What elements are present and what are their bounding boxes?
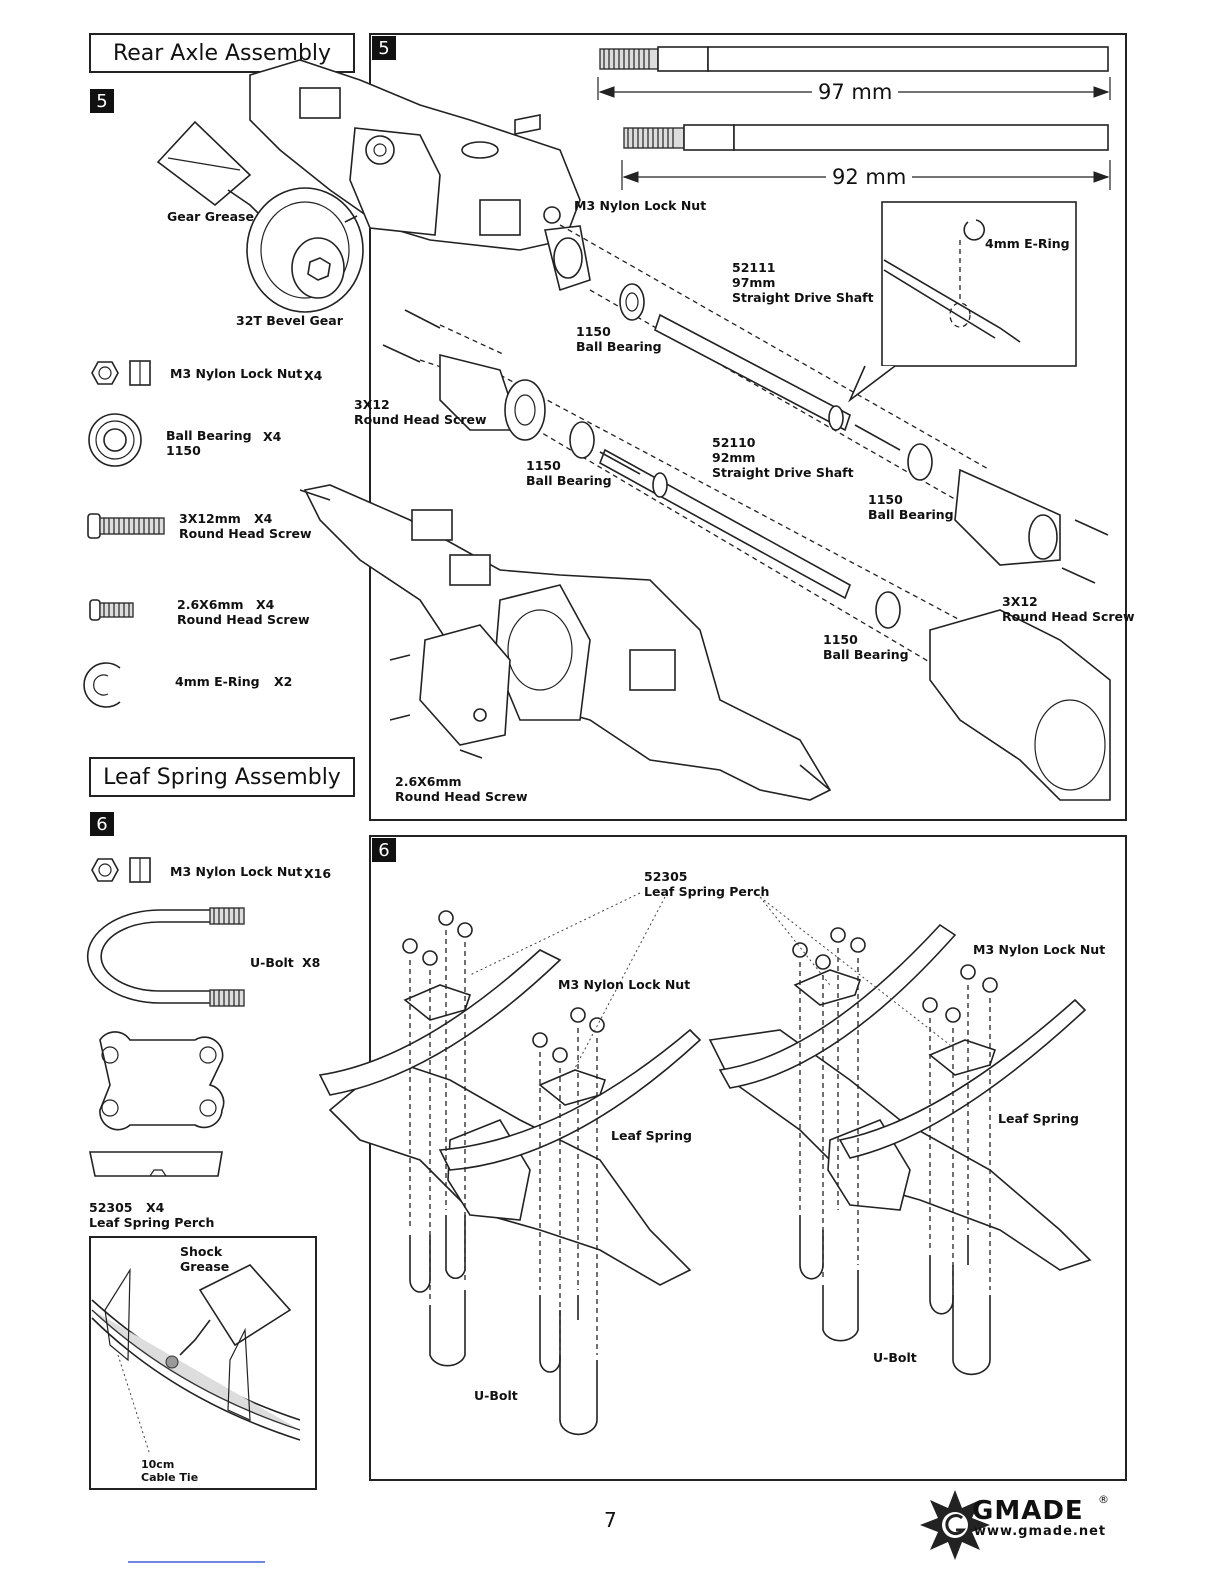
step5-panel: [369, 33, 1127, 821]
partlist5-screw3x12-qty: X4: [254, 511, 273, 526]
step5-parts-icons: [83, 360, 165, 708]
partlist6-ubolt-name: U-Bolt: [250, 955, 294, 970]
label-ering-detail: 4mm E-Ring: [985, 236, 1070, 251]
label-nylon-nut-step5: M3 Nylon Lock Nut: [574, 198, 707, 213]
nut-icon-step5: [91, 360, 151, 386]
step6-left-axle: [318, 949, 702, 1286]
ering-icon-step5: [83, 662, 121, 708]
label-leaf-spring-left: Leaf Spring: [611, 1128, 692, 1143]
cable-tie-inset-drawing: [91, 1264, 301, 1456]
label-bearing-c: 1150 Ball Bearing: [868, 492, 954, 522]
label-nylon-nut-step6-left: M3 Nylon Lock Nut: [558, 977, 691, 992]
label-gear-grease: Gear Grease: [167, 209, 254, 224]
partlist5-screw26x6-name: 2.6X6mm Round Head Screw: [177, 597, 310, 627]
shaft-92mm-drawing: [621, 124, 1111, 190]
label-cable-tie: 10cm Cable Tie: [141, 1458, 199, 1484]
partlist5-bearing-qty: X4: [263, 429, 282, 444]
partlist5-ering-qty: X2: [274, 674, 293, 689]
label-bearing-b: 1150 Ball Bearing: [526, 458, 612, 488]
label-leaf-spring-perch: 52305 Leaf Spring Perch: [644, 869, 770, 899]
label-screw-3x12-b: 3X12 Round Head Screw: [1002, 594, 1135, 624]
rear-axle-assembly-title: Rear Axle Assembly: [89, 33, 355, 73]
screw-3x12-icon: [87, 513, 165, 539]
label-ubolt-left: U-Bolt: [474, 1388, 518, 1403]
label-bearing-a: 1150 Ball Bearing: [576, 324, 662, 354]
step6-panel: [369, 835, 1127, 1481]
dimension-97mm: 97 mm: [812, 80, 899, 104]
partlist6-nut-qty: X16: [304, 866, 332, 881]
label-screw-26x6: 2.6X6mm Round Head Screw: [395, 774, 528, 804]
cable-tie-inset: [89, 1236, 317, 1490]
step6-right-axle: [708, 923, 1092, 1271]
partlist6-perch-qty: X4: [146, 1200, 165, 1215]
step6-left-number: 6: [90, 812, 114, 836]
step6-ubolt-lines: [409, 930, 991, 1355]
label-shaft-52110: 52110 92mm Straight Drive Shaft: [712, 435, 854, 480]
partlist6-perch-name: Leaf Spring Perch: [89, 1215, 215, 1230]
brand-url: www.gmade.net: [974, 1524, 1107, 1539]
upper-axle-housing: [249, 59, 591, 292]
partlist5-screw26x6-qty: X4: [256, 597, 275, 612]
perch-top-icon: [99, 1031, 225, 1131]
partlist5-nut-name: M3 Nylon Lock Nut: [170, 366, 303, 381]
gmade-logo-mark: [920, 1490, 990, 1560]
screw-26x6-icon: [89, 599, 134, 621]
label-screw-3x12-a: 3X12 Round Head Screw: [354, 397, 487, 427]
step6-nuts: [402, 910, 998, 1063]
label-bearing-d: 1150 Ball Bearing: [823, 632, 909, 662]
shaft-97mm-drawing: [597, 46, 1111, 100]
partlist6-perch-code: 52305: [89, 1200, 133, 1215]
step6-ubolts: [409, 1215, 991, 1436]
leaf-spring-title-text: Leaf Spring Assembly: [103, 764, 341, 790]
ubolt-icon: [86, 907, 245, 1007]
label-leaf-spring-right: Leaf Spring: [998, 1111, 1079, 1126]
ering-detail-callout: [848, 201, 1077, 403]
label-shaft-52111: 52111 97mm Straight Drive Shaft: [732, 260, 874, 305]
brand-registered-mark: ®: [1098, 1493, 1109, 1506]
step5-panel-number: 5: [372, 36, 396, 60]
label-bevel-gear: 32T Bevel Gear: [236, 313, 343, 328]
step6-panel-number: 6: [372, 838, 396, 862]
gear-grease-tube: [156, 120, 266, 220]
label-ubolt-right: U-Bolt: [873, 1350, 917, 1365]
partlist5-screw3x12-name: 3X12mm Round Head Screw: [179, 511, 312, 541]
step6-callout-lines: [469, 892, 951, 1069]
nut-icon-step6: [91, 857, 151, 883]
step6-parts-icons: [86, 857, 245, 1177]
bearing-icon-step5: [88, 413, 142, 467]
step5-left-number: 5: [90, 89, 114, 113]
perch-side-icon: [89, 1151, 223, 1177]
label-nylon-nut-step6-right: M3 Nylon Lock Nut: [973, 942, 1106, 957]
partlist5-bearing-name: Ball Bearing 1150: [166, 428, 252, 458]
brand-name: GMADE: [972, 1496, 1084, 1526]
partlist5-nut-qty: X4: [304, 368, 323, 383]
partlist5-ering-name: 4mm E-Ring: [175, 674, 260, 689]
label-shock-grease: Shock Grease: [180, 1244, 230, 1274]
dimension-92mm: 92 mm: [826, 165, 913, 189]
lower-axle-housing: [299, 484, 1111, 801]
leaf-spring-assembly-title: Leaf Spring Assembly: [89, 757, 355, 797]
bevel-gear-32t: [246, 187, 364, 313]
page-number: 7: [604, 1508, 617, 1532]
partlist6-ubolt-qty: X8: [302, 955, 321, 970]
partlist6-nut-name: M3 Nylon Lock Nut: [170, 864, 303, 879]
